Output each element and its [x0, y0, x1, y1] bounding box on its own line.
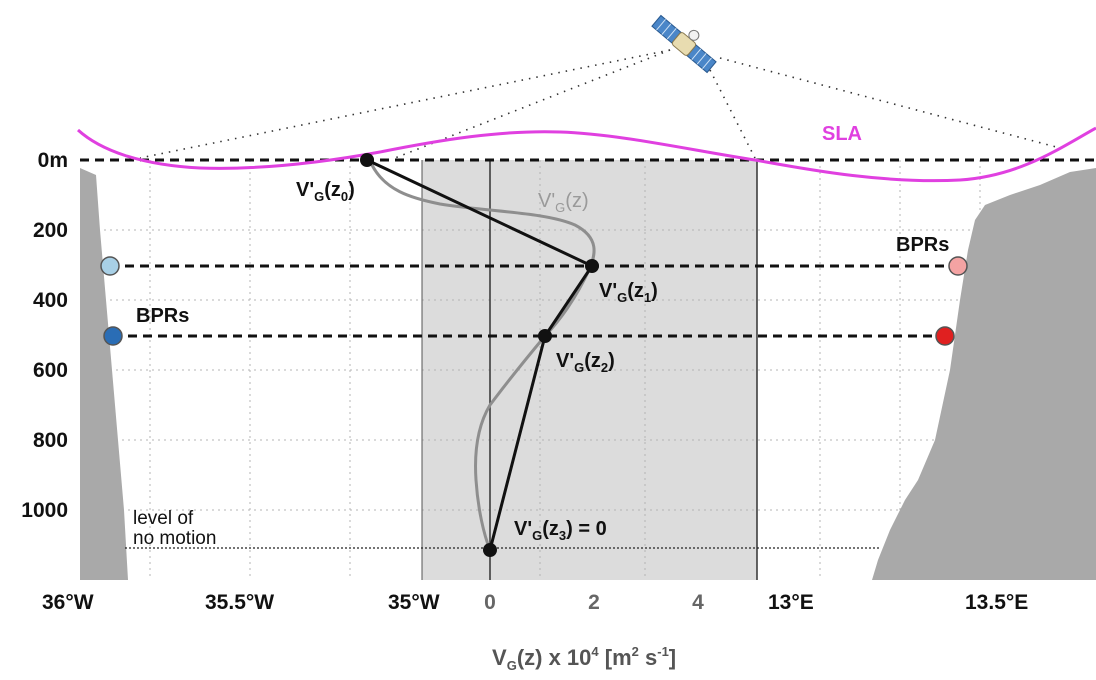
bathymetry-left: [80, 168, 128, 580]
sla-curve: [76, 126, 1096, 183]
level-of-no-motion-label-1: level of: [133, 508, 194, 529]
label-vg-z2: V'G(z2): [556, 350, 615, 375]
depth-tick-1000: 1000: [21, 499, 68, 522]
profile-point-z2: [538, 329, 552, 343]
depth-tick-800: 800: [33, 429, 68, 452]
bprs-label-left: BPRs: [136, 305, 189, 327]
depth-tick-0: 0m: [38, 149, 68, 172]
profile-point-z3: [483, 543, 497, 557]
profile-point-z1: [585, 259, 599, 273]
lon-tick-13e: 13°E: [768, 591, 814, 614]
bpr-marker-right-upper: [948, 256, 968, 276]
velocity-profile-line: [366, 158, 595, 551]
depth-tick-200: 200: [33, 219, 68, 242]
vel-tick-4: 4: [692, 591, 704, 614]
label-vg-z3: V'G(z3) = 0: [514, 518, 607, 543]
lon-tick-36w: 36°W: [42, 591, 94, 614]
lon-tick-13-5e: 13.5°E: [965, 591, 1028, 614]
depth-tick-400: 400: [33, 289, 68, 312]
bpr-marker-left-upper: [100, 256, 120, 276]
vel-tick-0: 0: [484, 591, 496, 614]
velocity-axis-label: VG(z) x 104 [m2 s-1]: [492, 644, 676, 673]
label-vg-z1: V'G(z1): [599, 280, 658, 305]
label-profile-curve: V'G(z): [538, 190, 589, 215]
bprs-label-right: BPRs: [896, 234, 949, 256]
level-of-no-motion-label-2: no motion: [133, 528, 216, 549]
bathymetry-right: [872, 168, 1096, 580]
sla-label: SLA: [822, 123, 862, 145]
lon-tick-35-5w: 35.5°W: [205, 591, 274, 614]
satellite-view-lines: [139, 49, 1061, 159]
profile-curve: [370, 164, 596, 551]
bpr-marker-left-lower: [103, 326, 123, 346]
lon-tick-35w: 35°W: [388, 591, 440, 614]
bpr-marker-right-lower: [935, 326, 955, 346]
depth-tick-600: 600: [33, 359, 68, 382]
profile-point-z0: [360, 153, 374, 167]
vel-tick-2: 2: [588, 591, 600, 614]
satellite-icon: [651, 14, 717, 74]
label-vg-z0: V'G(z0): [296, 179, 355, 204]
